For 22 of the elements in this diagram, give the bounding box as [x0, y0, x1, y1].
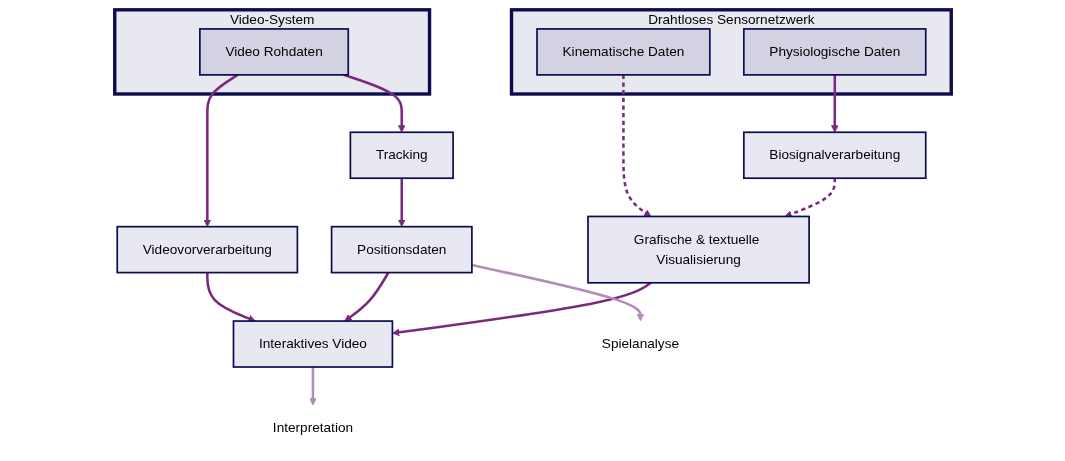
node-box: Physiologische Daten: [742, 28, 927, 76]
arrow: [203, 73, 238, 227]
node-box: Positionsdaten: [330, 225, 473, 274]
node-box: Grafische & textuelle Visualisierung: [586, 215, 810, 284]
arrow: [471, 263, 644, 322]
arrow: [391, 281, 652, 337]
node-text: Interpretation: [272, 420, 353, 436]
arrow: [308, 367, 317, 406]
node-box: Videovorverarbeitung: [115, 225, 298, 274]
node-box: Video Rohdaten: [198, 28, 349, 76]
node-text: Spielanalyse: [601, 336, 679, 351]
node-box: Tracking: [349, 131, 454, 180]
arrow: [830, 74, 839, 133]
arrow: [621, 74, 651, 217]
arrow: [343, 271, 389, 322]
node-box: Kinematische Daten: [535, 28, 711, 76]
arrow: [342, 73, 405, 133]
node-box: Interaktives Video: [232, 320, 393, 368]
arrow: [397, 178, 405, 227]
node-box: Biosignalverarbeitung: [742, 131, 927, 180]
arrow: [784, 178, 836, 218]
arrow: [205, 272, 256, 323]
